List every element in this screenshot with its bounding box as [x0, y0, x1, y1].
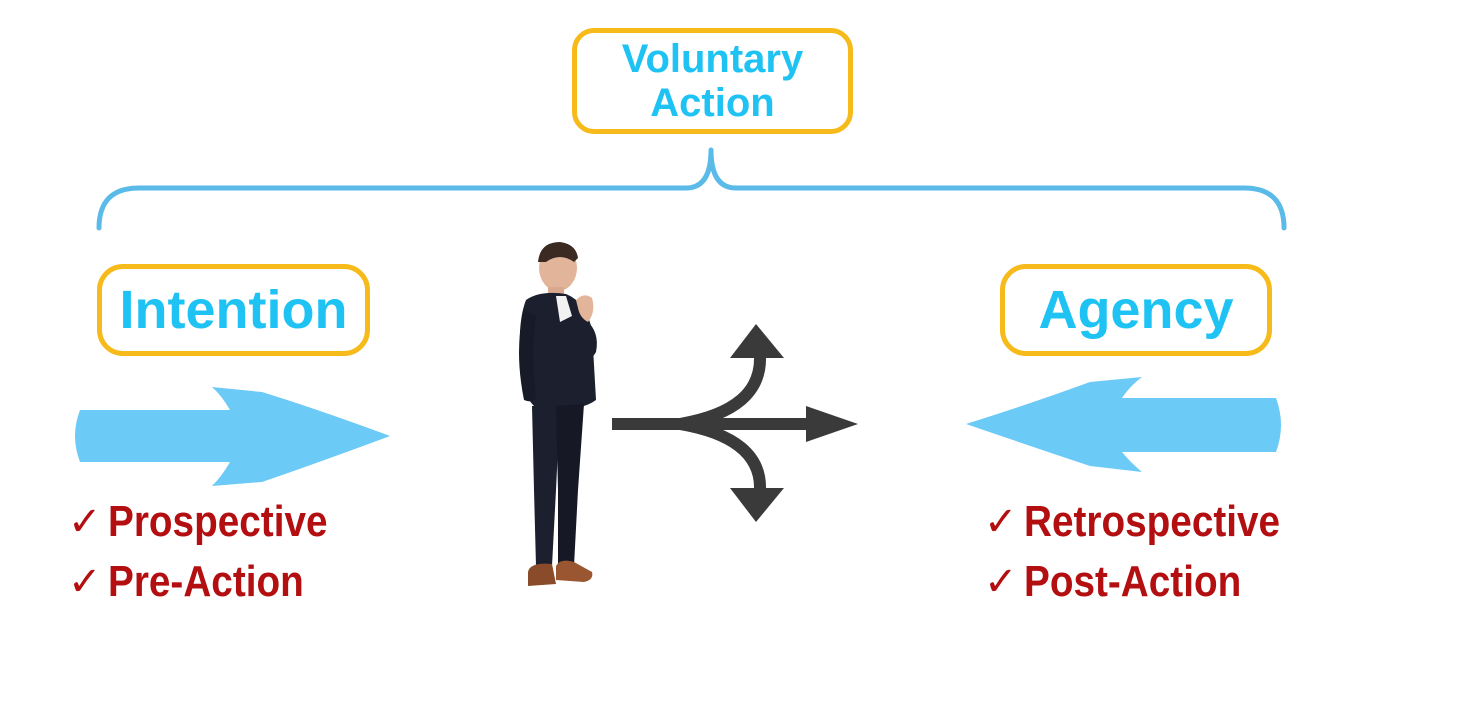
list-item-text: Prospective — [108, 497, 328, 546]
voluntary-action-box: Voluntary Action — [572, 28, 853, 134]
list-item: ✓ Prospective — [68, 492, 357, 552]
list-item-text: Post-Action — [1024, 557, 1242, 606]
checkmark-icon: ✓ — [68, 559, 102, 605]
person-figure-icon — [519, 242, 597, 586]
voluntary-action-line1: Voluntary — [621, 37, 804, 81]
intention-box: Intention — [97, 264, 370, 356]
checkmark-icon: ✓ — [68, 499, 102, 545]
agency-checklist: ✓ Retrospective ✓ Post-Action — [984, 492, 1315, 612]
checkmark-icon: ✓ — [984, 499, 1018, 545]
checkmark-icon: ✓ — [984, 559, 1018, 605]
agency-box: Agency — [1000, 264, 1272, 356]
fork-arrow-icon — [612, 324, 858, 522]
list-item: ✓ Pre-Action — [68, 552, 357, 612]
list-item: ✓ Post-Action — [984, 552, 1315, 612]
intention-label: Intention — [119, 280, 348, 340]
agency-label: Agency — [1038, 280, 1234, 340]
intention-checklist: ✓ Prospective ✓ Pre-Action — [68, 492, 357, 612]
intention-arrow-icon — [75, 387, 390, 486]
agency-arrow-icon — [966, 377, 1281, 472]
list-item-text: Pre-Action — [108, 557, 304, 606]
list-item-text: Retrospective — [1024, 497, 1281, 546]
list-item: ✓ Retrospective — [984, 492, 1315, 552]
voluntary-action-line2: Action — [650, 81, 775, 125]
top-brace — [96, 147, 1287, 231]
